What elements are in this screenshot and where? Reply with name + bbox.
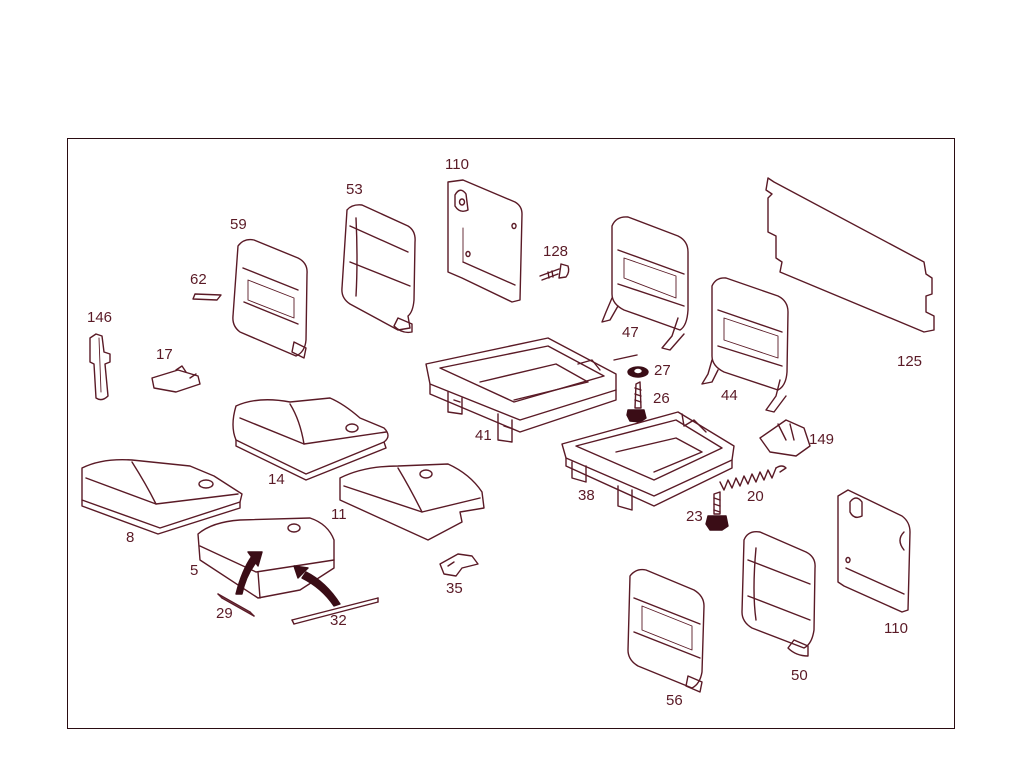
part-62-tag — [192, 293, 222, 301]
part-47-backrest — [601, 216, 689, 351]
label-part-56: 56 — [666, 692, 683, 709]
part-20-spring — [719, 465, 787, 491]
part-41-seat-frame — [425, 337, 617, 443]
label-part-26: 26 — [653, 390, 670, 407]
part-26-bolt — [626, 381, 647, 423]
label-part-17: 17 — [156, 346, 173, 363]
part-38-seat-frame — [561, 411, 735, 511]
label-part-128: 128 — [543, 243, 569, 260]
part-27-washer — [613, 354, 649, 378]
label-part-35: 35 — [446, 580, 463, 597]
part-23-bolt — [705, 491, 729, 531]
part-32-rod — [291, 597, 379, 625]
part-56-backrest — [627, 568, 705, 693]
diagram-frame — [67, 138, 955, 729]
label-part-149: 149 — [809, 431, 835, 448]
label-part-5: 5 — [190, 562, 199, 579]
label-part-59: 59 — [230, 216, 247, 233]
label-part-110-top: 110 — [445, 156, 469, 173]
label-part-41: 41 — [475, 427, 492, 444]
part-50-backrest — [741, 530, 816, 657]
part-35-clip — [439, 553, 479, 577]
label-part-27: 27 — [654, 362, 671, 379]
part-53-backrest — [341, 204, 416, 334]
part-146-rod — [89, 333, 111, 401]
part-11-seat-cushion — [339, 463, 485, 541]
label-part-53: 53 — [346, 181, 363, 198]
label-part-14: 14 — [268, 471, 285, 488]
label-part-47: 47 — [622, 324, 639, 341]
label-part-38: 38 — [578, 487, 595, 504]
label-part-8: 8 — [126, 529, 135, 546]
part-149-clip — [759, 419, 811, 457]
part-29-rod — [217, 593, 255, 617]
label-part-23: 23 — [686, 508, 703, 525]
label-part-50: 50 — [791, 667, 808, 684]
part-110-back-panel-bottom — [837, 489, 911, 613]
part-17-clip — [151, 365, 201, 393]
part-44-backrest — [701, 277, 789, 413]
part-14-seat-cushion — [232, 397, 389, 481]
label-part-62: 62 — [190, 271, 207, 288]
label-part-11: 11 — [331, 506, 347, 523]
label-part-29: 29 — [216, 605, 233, 622]
label-part-44: 44 — [721, 387, 738, 404]
part-110-back-panel-top — [447, 179, 523, 303]
label-part-32: 32 — [330, 612, 347, 629]
part-5-arrows — [235, 551, 341, 607]
part-8-seat-cushion — [81, 458, 243, 535]
part-59-backrest — [232, 238, 308, 359]
label-part-110-bottom: 110 — [884, 620, 908, 637]
part-5-seat-cushion — [197, 517, 335, 599]
part-128-screw — [539, 263, 570, 281]
part-125-back-panel — [765, 177, 935, 333]
label-part-146: 146 — [87, 309, 113, 326]
label-part-20: 20 — [747, 488, 764, 505]
label-part-125: 125 — [897, 353, 923, 370]
